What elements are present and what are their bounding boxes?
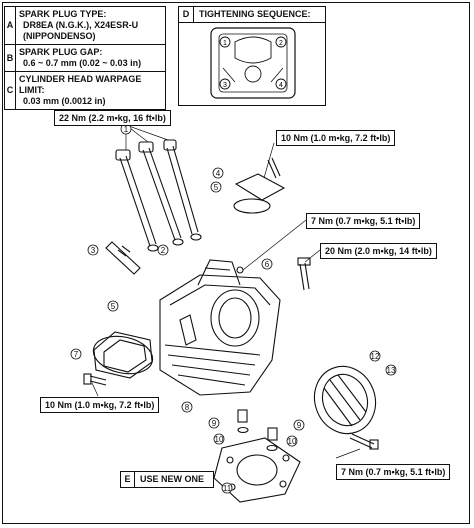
diagram-frame bbox=[2, 2, 470, 524]
svg-text:7: 7 bbox=[74, 350, 79, 359]
spec-value: 0.6 ~ 0.7 mm (0.02 ~ 0.03 in) bbox=[23, 58, 142, 68]
torque-bolt-20: 20 Nm (2.0 m•kg, 14 ft•lb) bbox=[320, 243, 437, 259]
callout-5: 5 bbox=[210, 181, 222, 193]
sequence-marker-2: 2 bbox=[275, 36, 287, 48]
spec-title: CYLINDER HEAD WARPAGE LIMIT: bbox=[19, 74, 142, 95]
callout-11: 11 bbox=[221, 482, 233, 494]
svg-text:4: 4 bbox=[216, 169, 221, 178]
svg-text:2: 2 bbox=[161, 246, 166, 255]
spec-row-c: C CYLINDER HEAD WARPAGE LIMIT: 0.03 mm (… bbox=[4, 71, 166, 110]
svg-text:9: 9 bbox=[212, 419, 217, 428]
callout-12: 12 bbox=[369, 350, 381, 362]
spec-title: SPARK PLUG TYPE: bbox=[19, 9, 107, 19]
svg-text:4: 4 bbox=[279, 82, 283, 89]
cover-bolts bbox=[83, 257, 379, 450]
svg-text:10: 10 bbox=[215, 435, 224, 444]
callout-2: 2 bbox=[157, 244, 169, 256]
note-letter: E bbox=[121, 472, 135, 487]
note-text: USE NEW ONE bbox=[140, 474, 205, 484]
tightening-sequence-box: D TIGHTENING SEQUENCE: 1 2 3 4 bbox=[178, 6, 326, 106]
svg-text:1: 1 bbox=[124, 125, 129, 134]
svg-text:11: 11 bbox=[223, 484, 232, 493]
callout-8: 8 bbox=[181, 401, 193, 413]
svg-text:8: 8 bbox=[185, 403, 190, 412]
tappet-cover bbox=[313, 365, 377, 435]
head-port bbox=[244, 65, 262, 83]
svg-text:13: 13 bbox=[387, 366, 396, 375]
callout-6: 6 bbox=[261, 258, 273, 270]
callout-9: 9 bbox=[208, 417, 220, 429]
spec-value: DR8EA (N.G.K.), X24ESR-U bbox=[23, 20, 139, 30]
top-cover bbox=[233, 157, 286, 214]
sequence-marker-1: 1 bbox=[219, 36, 231, 48]
cylinder-head bbox=[159, 259, 281, 396]
svg-text:1: 1 bbox=[223, 40, 227, 47]
callout-9b: 9 bbox=[293, 419, 305, 431]
head-gasket bbox=[213, 437, 301, 503]
head-outline bbox=[210, 27, 296, 99]
sequence-marker-4: 4 bbox=[275, 78, 287, 90]
spark-plug bbox=[105, 241, 141, 275]
tightening-title: TIGHTENING SEQUENCE: bbox=[199, 9, 311, 19]
svg-text:10: 10 bbox=[288, 437, 297, 446]
callout-5b: 5 bbox=[107, 300, 119, 312]
callout-10b: 10 bbox=[286, 435, 298, 447]
dowel-pins bbox=[237, 409, 278, 452]
spec-value: (NIPPONDENSO) bbox=[23, 31, 96, 41]
svg-text:5: 5 bbox=[214, 183, 219, 192]
use-new-note: E USE NEW ONE bbox=[120, 471, 214, 488]
torque-tappet-cover: 7 Nm (0.7 m•kg, 5.1 ft•lb) bbox=[336, 464, 451, 480]
tightening-letter: D bbox=[179, 7, 194, 22]
callout-10: 10 bbox=[213, 433, 225, 445]
torque-top-cover: 10 Nm (1.0 m•kg, 7.2 ft•lb) bbox=[276, 130, 396, 146]
svg-text:5: 5 bbox=[111, 302, 116, 311]
svg-text:9: 9 bbox=[297, 421, 302, 430]
svg-text:12: 12 bbox=[371, 352, 380, 361]
callout-7: 7 bbox=[70, 348, 82, 360]
spec-value: 0.03 mm (0.0012 in) bbox=[23, 96, 106, 106]
spec-title: SPARK PLUG GAP: bbox=[19, 47, 103, 57]
torque-side-cover: 10 Nm (1.0 m•kg, 7.2 ft•lb) bbox=[40, 397, 160, 413]
head-bolts bbox=[115, 139, 199, 247]
spec-row-b: B SPARK PLUG GAP: 0.6 ~ 0.7 mm (0.02 ~ 0… bbox=[4, 44, 166, 72]
svg-text:2: 2 bbox=[279, 40, 283, 47]
svg-text:6: 6 bbox=[265, 260, 270, 269]
svg-text:3: 3 bbox=[223, 82, 227, 89]
head-top-view: 1 2 3 4 bbox=[210, 27, 296, 99]
svg-text:3: 3 bbox=[91, 246, 96, 255]
callout-3: 3 bbox=[87, 244, 99, 256]
head-cam-housing bbox=[234, 36, 272, 64]
leader-lines bbox=[91, 124, 361, 459]
sequence-marker-3: 3 bbox=[219, 78, 231, 90]
head-inner-outline bbox=[218, 33, 288, 93]
torque-head-bolts: 22 Nm (2.2 m•kg, 16 ft•lb) bbox=[54, 110, 171, 126]
callout-4: 4 bbox=[212, 167, 224, 179]
callout-13: 13 bbox=[385, 364, 397, 376]
side-cover bbox=[92, 331, 154, 379]
torque-nut-6: 7 Nm (0.7 m•kg, 5.1 ft•lb) bbox=[306, 213, 421, 229]
spec-table: A SPARK PLUG TYPE: DR8EA (N.G.K.), X24ES… bbox=[4, 6, 166, 110]
head-ribs bbox=[222, 67, 284, 83]
